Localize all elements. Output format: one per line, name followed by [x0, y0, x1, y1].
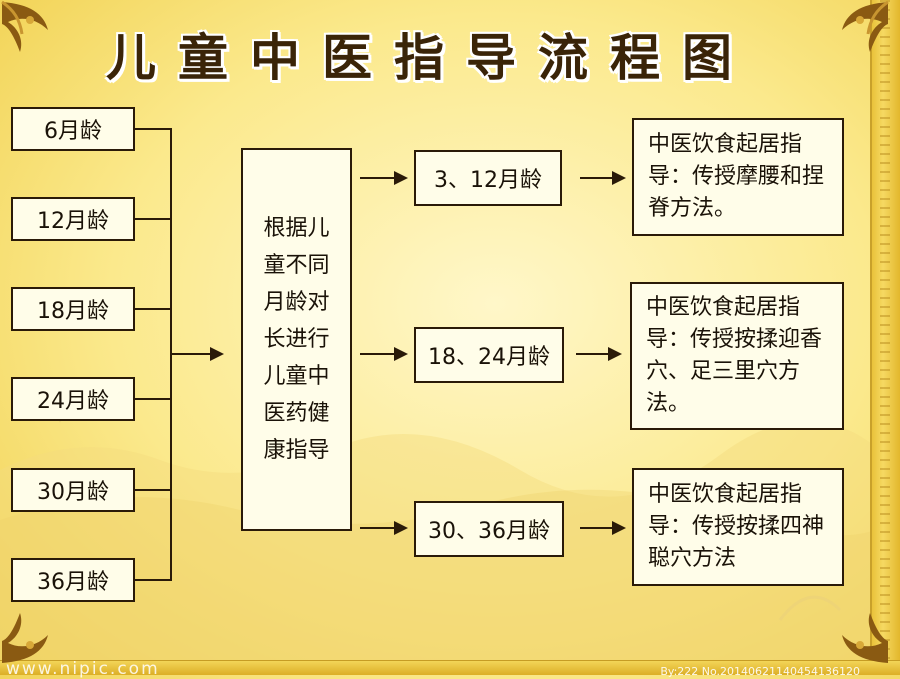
result-text-1: 中医饮食起居指导：传授摩腰和捏脊方法。 [648, 132, 825, 221]
corner-ornament-bottom-left [2, 613, 48, 663]
stage-box-3: 30、36月龄 [414, 501, 564, 557]
center-guidance-text: 根据儿 童不同 月龄对 长进行 儿童中 医药健 康指导 [263, 216, 330, 463]
arrow-to-stage-3 [360, 521, 408, 535]
arrow-to-result-2 [576, 347, 622, 361]
age-box-12: 12月龄 [11, 197, 135, 241]
arrow-to-center [172, 347, 224, 361]
connector-6 [135, 128, 172, 130]
corner-ornament-top-right [842, 0, 889, 52]
age-box-6: 6月龄 [11, 107, 135, 151]
page-title: 儿童中医指导流程图 [106, 28, 754, 87]
arrow-to-stage-2 [360, 347, 408, 361]
watermark-left: www.nipic.com [6, 659, 160, 679]
stage-box-1: 3、12月龄 [414, 150, 562, 206]
result-text-2: 中医饮食起居指导：传授按揉迎香穴、足三里穴方法。 [646, 295, 823, 416]
connector-36 [135, 579, 172, 581]
arrow-to-stage-1 [360, 171, 408, 185]
connector-18 [135, 308, 172, 310]
result-box-1: 中医饮食起居指导：传授摩腰和捏脊方法。 [632, 118, 844, 236]
arrow-to-result-3 [580, 521, 626, 535]
bottom-frame-border [0, 660, 900, 675]
connector-30 [135, 489, 172, 491]
result-text-3: 中医饮食起居指导：传授按揉四神聪穴方法 [648, 482, 825, 571]
vertical-bracket [170, 128, 172, 581]
arrow-to-result-1 [580, 171, 626, 185]
corner-ornament-top-left [1, 0, 48, 52]
result-box-3: 中医饮食起居指导：传授按揉四神聪穴方法 [632, 468, 844, 586]
right-frame-border [870, 0, 900, 675]
age-box-36: 36月龄 [11, 558, 135, 602]
connector-24 [135, 398, 172, 400]
result-box-2: 中医饮食起居指导：传授按揉迎香穴、足三里穴方法。 [630, 282, 844, 430]
watermark-right: By:222 No.20140621140454136120 [660, 665, 860, 678]
corner-ornament-bottom-right [842, 613, 888, 663]
center-guidance-box: 根据儿 童不同 月龄对 长进行 儿童中 医药健 康指导 [241, 148, 352, 531]
age-box-24: 24月龄 [11, 377, 135, 421]
age-box-18: 18月龄 [11, 287, 135, 331]
connector-12 [135, 218, 172, 220]
stage-box-2: 18、24月龄 [414, 327, 564, 383]
age-box-30: 30月龄 [11, 468, 135, 512]
